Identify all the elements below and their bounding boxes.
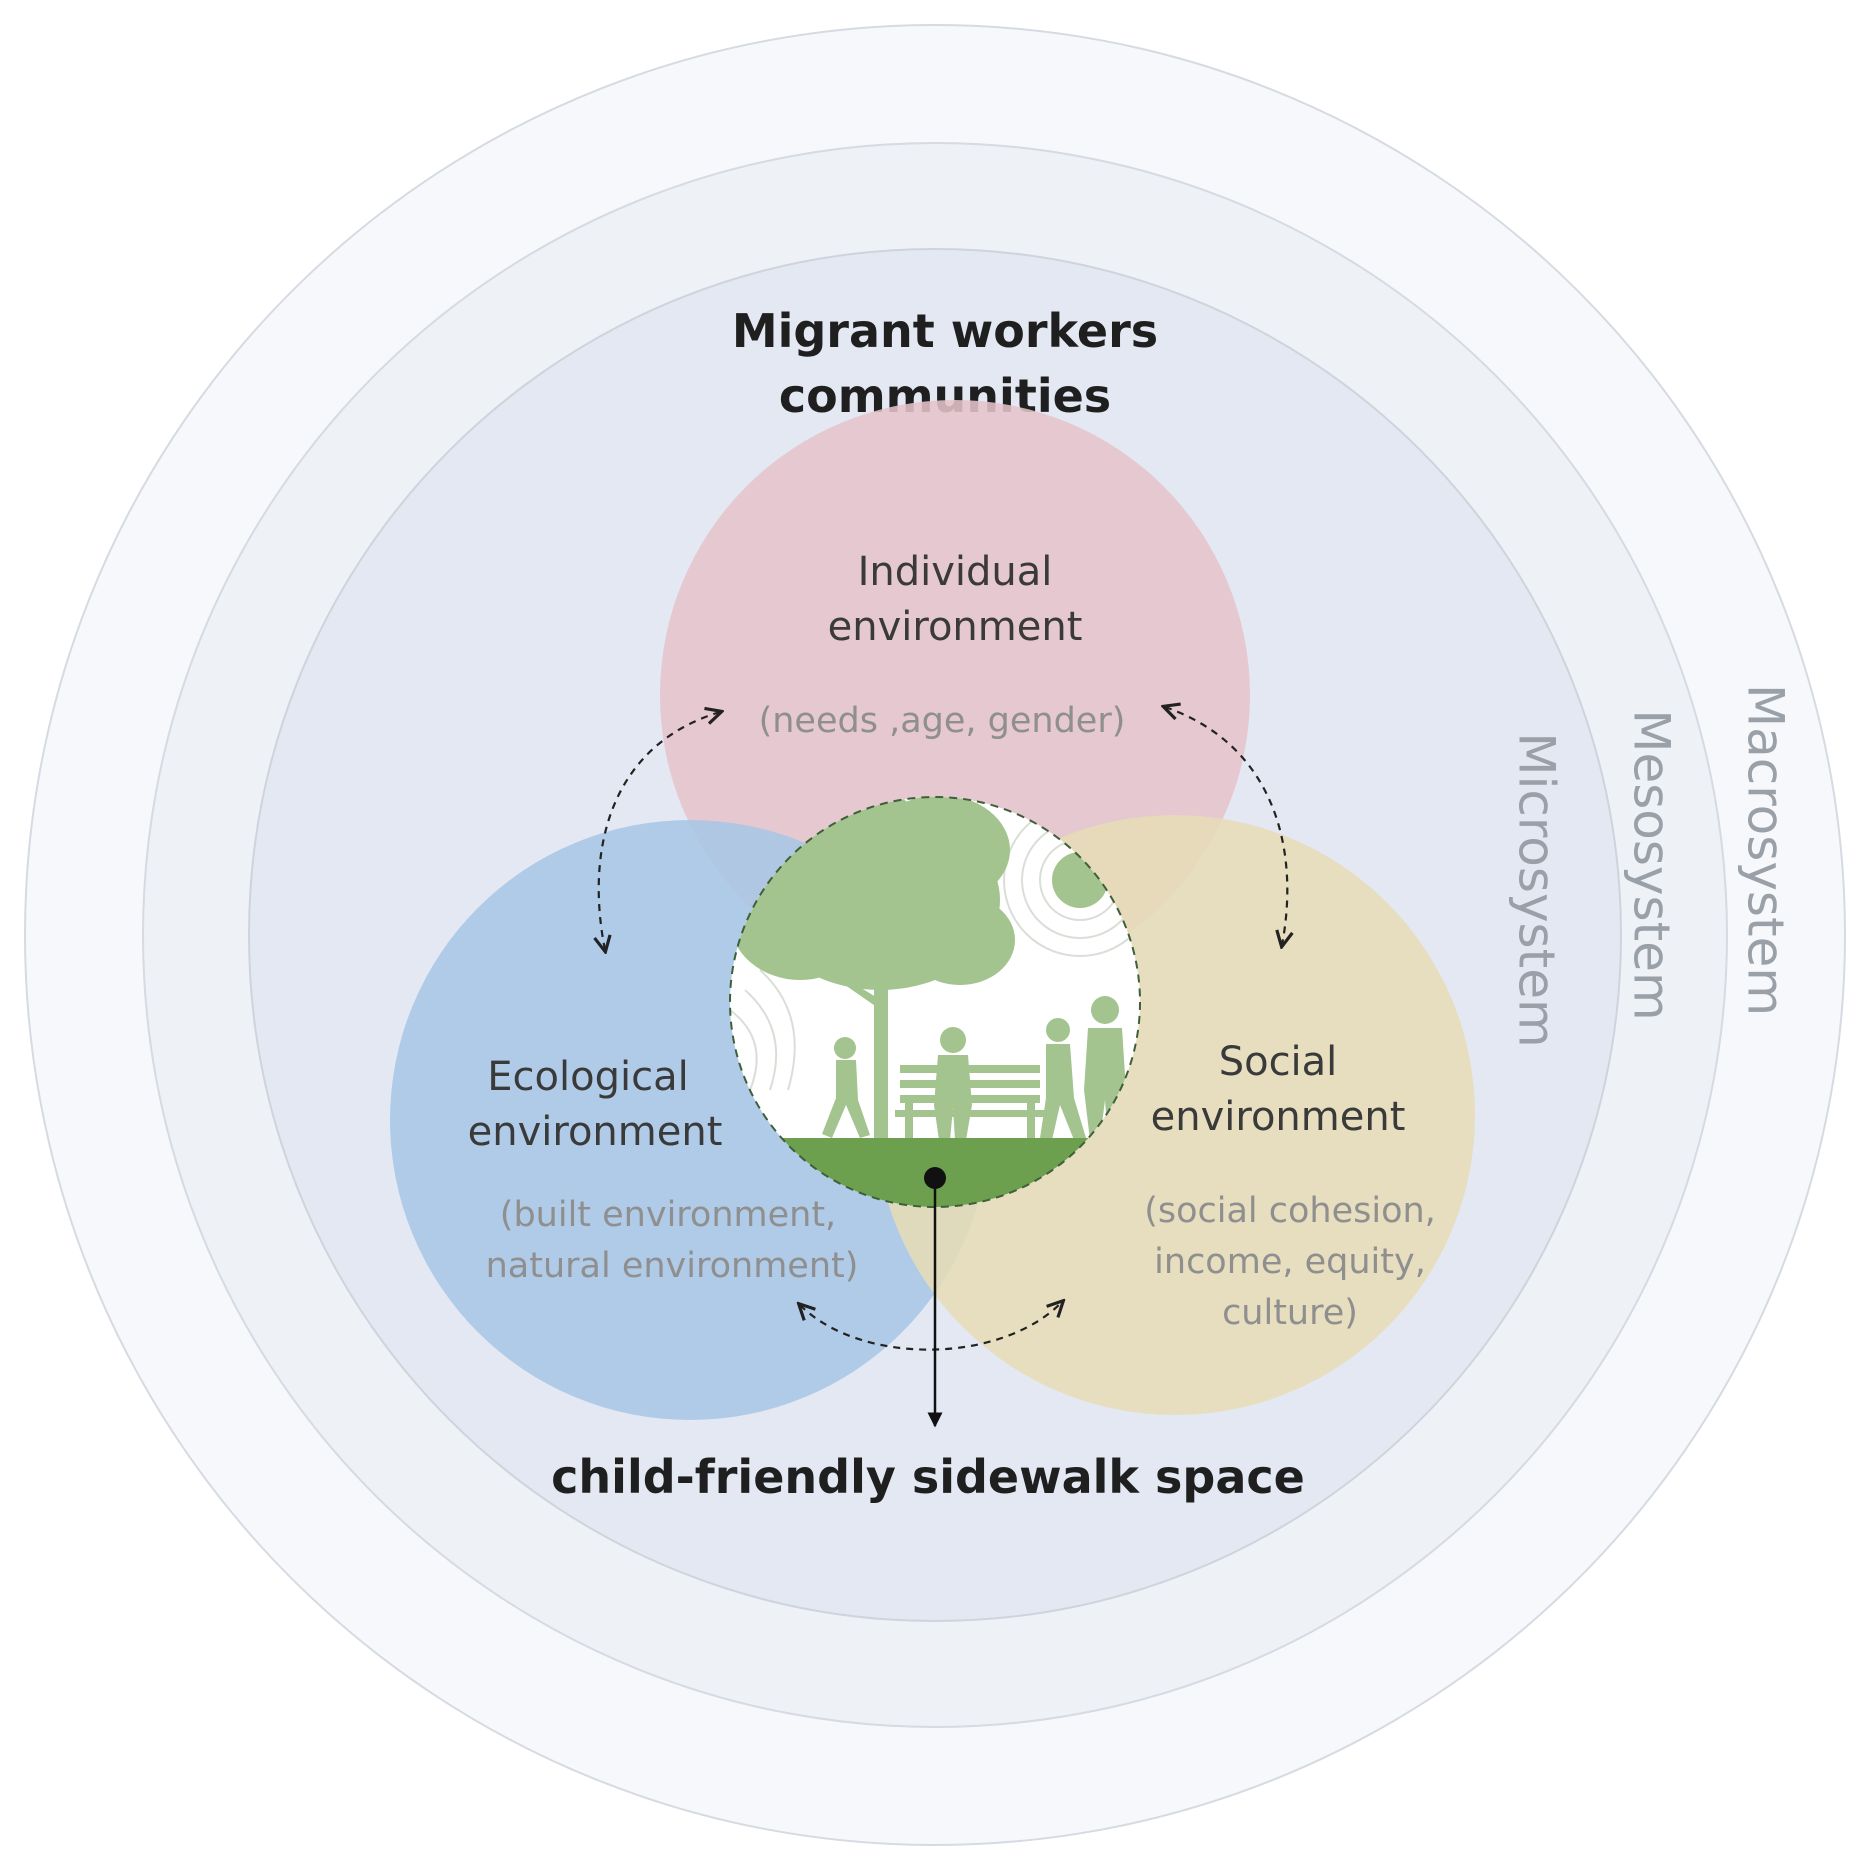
microsystem-label: Microsystem <box>1508 732 1566 1047</box>
social-subtitle-line3: culture) <box>1222 1293 1358 1333</box>
ecological-subtitle-line2: natural environment) <box>486 1246 859 1286</box>
ecological-social-arrow <box>800 1302 1062 1351</box>
individual-ecological-arrow <box>599 712 720 950</box>
tree-icon <box>730 797 1015 1140</box>
sidewalk-scene-illustration <box>729 796 1141 1208</box>
social-subtitle-line2: income, equity, <box>1154 1242 1426 1282</box>
social-title-line1: Social <box>1219 1039 1338 1085</box>
ecological-title-line2: environment <box>468 1109 723 1155</box>
individual-title-line1: Individual <box>858 549 1053 595</box>
macrosystem-label: Macrosystem <box>1737 684 1795 1016</box>
social-title-line2: environment <box>1151 1094 1406 1140</box>
ecological-title-line1: Ecological <box>487 1054 688 1100</box>
outcome-label: child-friendly sidewalk space <box>551 1450 1305 1504</box>
individual-subtitle: (needs ,age, gender) <box>759 701 1126 741</box>
mesosystem-label: Mesosystem <box>1623 709 1681 1020</box>
diagram-title-line1: Migrant workers <box>732 304 1158 358</box>
ecological-subtitle-line1: (built environment, <box>500 1195 836 1235</box>
social-subtitle-line1: (social cohesion, <box>1144 1191 1436 1231</box>
individual-social-arrow <box>1165 707 1287 945</box>
individual-title-line2: environment <box>828 604 1083 650</box>
